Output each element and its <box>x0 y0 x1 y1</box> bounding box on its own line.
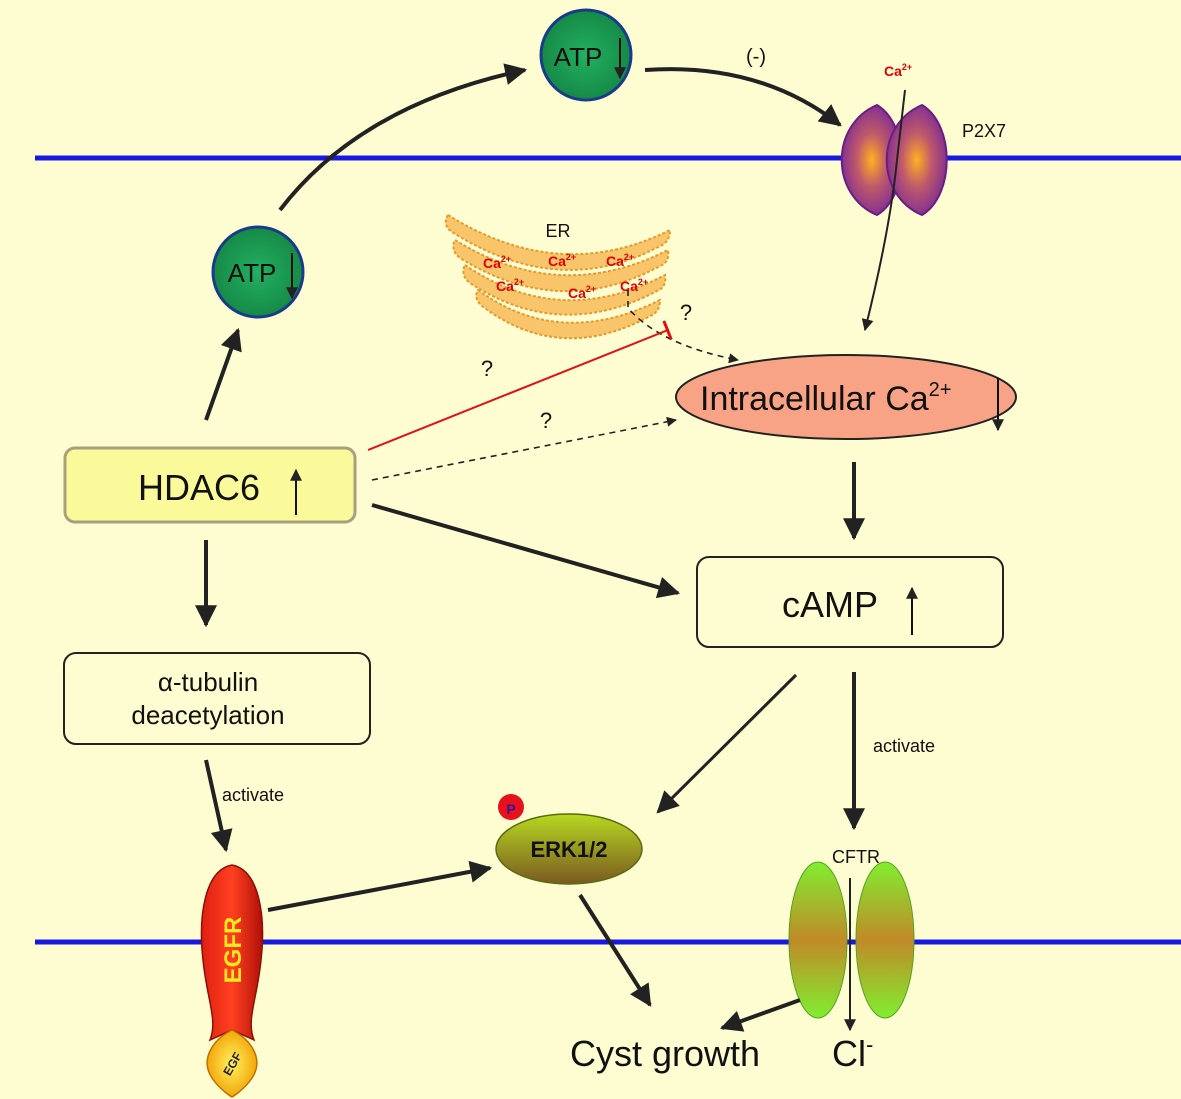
atp-extracellular-node: ATP <box>539 8 633 102</box>
tubulin-label-line2: deacetylation <box>131 700 284 730</box>
hdac6-node: HDAC6 <box>63 446 357 524</box>
cftr-to-cyst-arrow <box>719 998 801 1032</box>
hdac6-to-atp-arrow <box>204 327 242 421</box>
egfr-receptor: EGFR EGF <box>200 864 264 1098</box>
svg-text:Intracellular Ca2+: Intracellular Ca2+ <box>700 379 951 418</box>
egfr-label: EGFR <box>220 917 247 984</box>
er-label: ER <box>545 221 570 241</box>
atp-release-arrow <box>278 63 528 212</box>
camp-node: cAMP <box>696 556 1004 648</box>
atp-to-p2x7-arrow <box>644 67 842 127</box>
atp-left-label: ATP <box>228 258 277 288</box>
question-mark-er: ? <box>680 300 692 325</box>
erk-label: ERK1/2 <box>530 837 607 862</box>
cftr-channel: CFTR <box>788 847 915 1019</box>
p2x7-channel: P2X7 <box>840 103 1006 217</box>
erk-node: ERK1/2 P <box>495 794 643 885</box>
hdac6-inhibits-er-line <box>367 320 673 451</box>
cftr-label: CFTR <box>832 847 880 867</box>
phospho-badge <box>498 794 524 820</box>
svg-text:Ca2+: Ca2+ <box>606 252 634 269</box>
chloride-label: Cl- <box>832 1032 873 1074</box>
svg-text:Ca2+: Ca2+ <box>548 252 576 269</box>
hdac6-to-camp-arrow <box>371 503 681 599</box>
er-organelle <box>444 213 672 340</box>
cyst-growth-label: Cyst growth <box>570 1033 760 1074</box>
hdac6-label: HDAC6 <box>138 467 260 508</box>
hdac6-to-ca-arrow <box>371 416 677 481</box>
intracellular-ca-node: Intracellular Ca2+ <box>675 354 1017 440</box>
p2x7-label: P2X7 <box>962 121 1006 141</box>
camp-label: cAMP <box>782 584 878 625</box>
ca-influx-arrow <box>861 89 906 332</box>
svg-text:Ca2+: Ca2+ <box>496 277 524 294</box>
egfr-to-erk-arrow <box>267 860 493 912</box>
p2x7-ca-label: Ca2+ <box>884 62 912 79</box>
atp-top-label: ATP <box>554 42 603 72</box>
question-mark-ca: ? <box>540 408 552 433</box>
tubulin-label-line1: α-tubulin <box>158 667 258 697</box>
svg-text:Ca2+: Ca2+ <box>620 277 648 294</box>
atp-intracellular-node: ATP <box>211 225 305 319</box>
svg-text:Ca2+: Ca2+ <box>568 284 596 301</box>
question-mark-inhibition: ? <box>481 356 493 381</box>
erk-to-cyst-arrow <box>578 893 652 1007</box>
svg-text:Ca2+: Ca2+ <box>483 254 511 271</box>
phospho-label: P <box>506 801 515 817</box>
negative-sign-label: (-) <box>746 46 766 68</box>
er-ca-stores: Ca2+ Ca2+ Ca2+ Ca2+ Ca2+ Ca2+ <box>483 252 648 301</box>
activate-right-label: activate <box>873 736 935 756</box>
tubulin-to-egfr-arrow <box>204 759 233 853</box>
camp-to-erk-arrow <box>656 673 798 814</box>
activate-left-label: activate <box>222 785 284 805</box>
tubulin-deacetylation-node: α-tubulin deacetylation <box>63 652 371 745</box>
intracellular-ca-label: Intracellular Ca <box>700 380 929 418</box>
